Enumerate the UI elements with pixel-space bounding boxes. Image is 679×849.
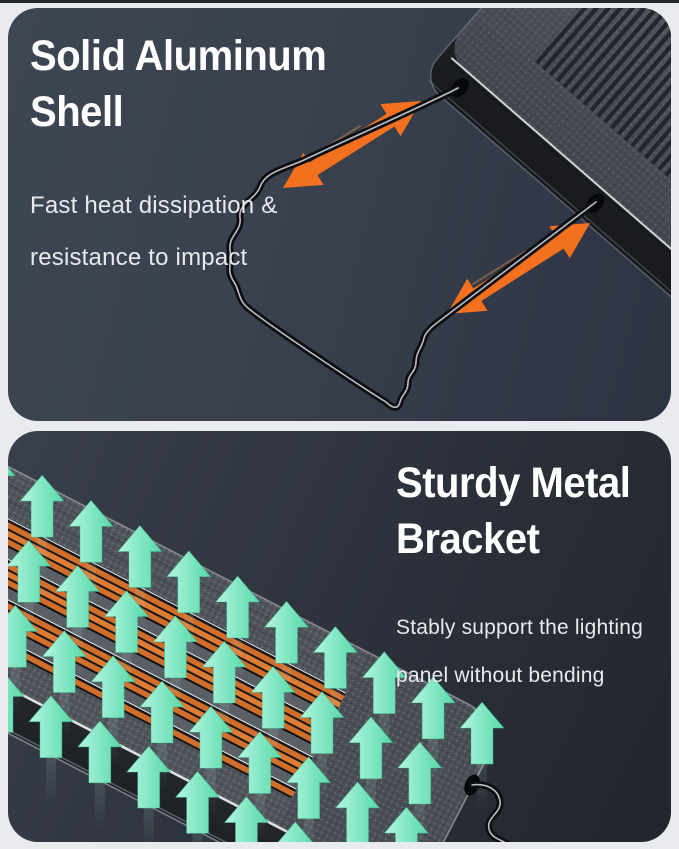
subtitle-line: resistance to impact [30, 244, 248, 271]
panel-solid-aluminum-shell: Solid Aluminum Shell Fast heat dissipati… [8, 8, 671, 421]
subtitle-line: panel without bending [396, 664, 605, 687]
section-subtitle: Stably support the lighting panel withou… [396, 604, 648, 700]
light-panel-photo [8, 431, 671, 842]
title-line: Sturdy Metal [396, 459, 631, 507]
title-line: Bracket [396, 515, 540, 563]
aluminum-shell-photo [8, 8, 671, 421]
led-light-panel [8, 431, 505, 842]
subtitle-line: Stably support the lighting [396, 616, 644, 639]
title-line: Solid Aluminum [30, 32, 327, 80]
section-title: Sturdy Metal Bracket [396, 455, 631, 567]
title-line: Shell [30, 88, 124, 136]
aluminum-housing-corner [428, 8, 671, 335]
subtitle-line: Fast heat dissipation & [30, 192, 278, 219]
top-crop-line [0, 0, 679, 3]
panel-sturdy-metal-bracket: Sturdy Metal Bracket Stably support the … [8, 431, 671, 842]
section-subtitle: Fast heat dissipation & resistance to im… [30, 180, 349, 284]
copper-heat-strips [8, 431, 484, 842]
heat-sink-fins [535, 8, 671, 183]
section-title: Solid Aluminum Shell [30, 28, 327, 140]
